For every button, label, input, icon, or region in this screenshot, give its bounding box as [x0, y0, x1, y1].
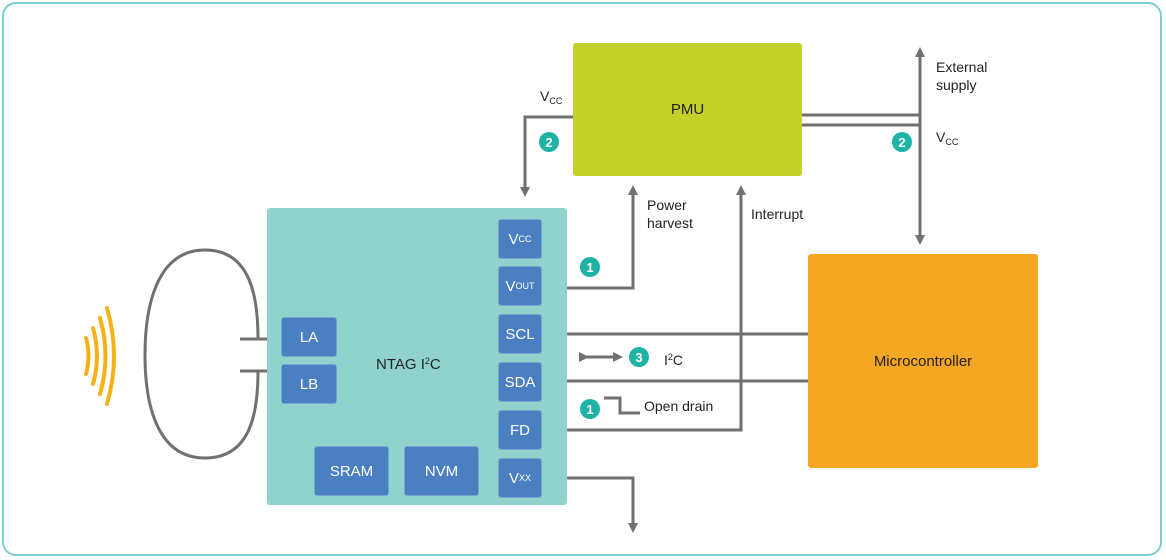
badge-step-2-right: 2	[892, 132, 912, 152]
pin-lb: LB	[281, 364, 337, 404]
microcontroller-block: Microcontroller	[808, 254, 1038, 468]
pin-sda: SDA	[498, 362, 542, 402]
rf-waves-icon	[84, 306, 116, 406]
pin-fd: FD	[498, 410, 542, 450]
wire-power-harvest	[567, 185, 638, 290]
label-external-supply: External supply	[936, 59, 988, 93]
label-vcc-left: VCC	[540, 88, 563, 106]
label-i2c: I2C	[664, 352, 684, 368]
pmu-block: PMU	[573, 43, 802, 176]
badge-step-3-i2c: 3	[629, 347, 649, 367]
wire-pmu-vcc-to-mcu	[802, 113, 925, 245]
wire-interrupt	[567, 185, 746, 432]
badge-step-2-left: 2	[539, 132, 559, 152]
pin-la: LA	[281, 317, 337, 357]
badge-step-1-fd: 1	[580, 399, 600, 419]
wire-vxx	[567, 476, 638, 533]
antenna-coil	[143, 248, 268, 460]
wire-open-drain	[604, 396, 640, 415]
pmu-label: PMU	[670, 101, 705, 118]
label-interrupt: Interrupt	[751, 206, 804, 222]
pin-scl: SCL	[498, 314, 542, 354]
ntag-label: NTAG I2C	[376, 356, 441, 373]
sram-block: SRAM	[314, 446, 389, 496]
label-open-drain: Open drain	[644, 398, 714, 414]
wire-pmu-vcc-to-ntag	[520, 115, 573, 197]
nvm-block: NVM	[404, 446, 479, 496]
label-vcc-right: VCC	[936, 129, 959, 147]
microcontroller-label: Microcontroller	[873, 352, 973, 370]
label-power-harvest: Power harvest	[647, 197, 693, 231]
badge-step-1-vout: 1	[580, 257, 600, 277]
